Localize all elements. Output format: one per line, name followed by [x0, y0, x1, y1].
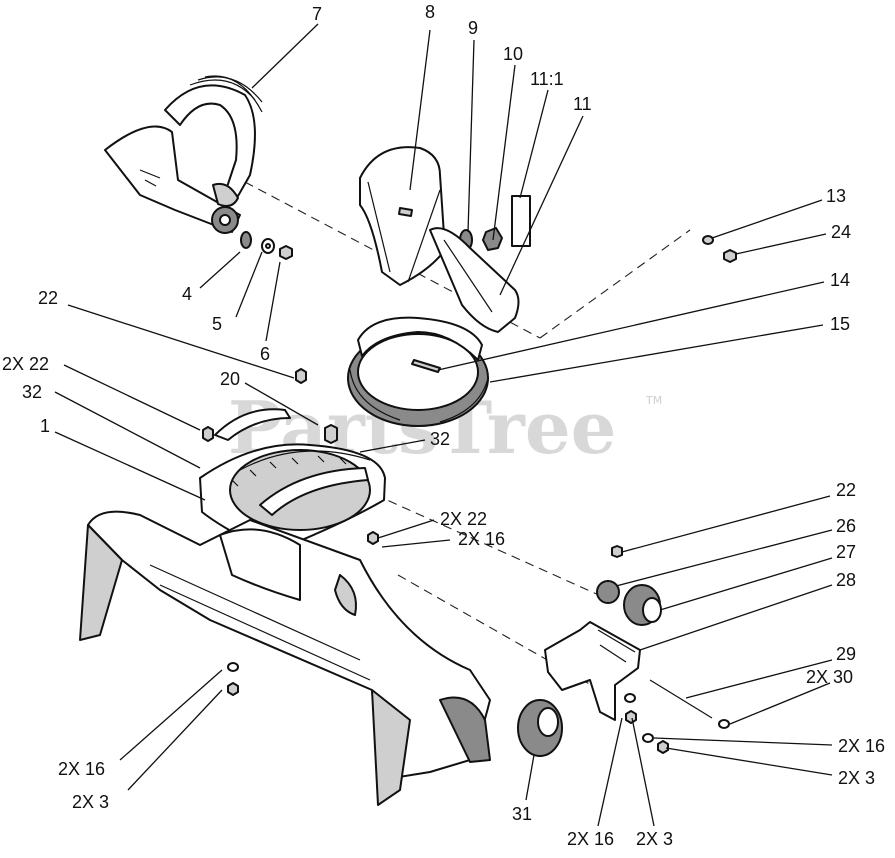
callout-2x3-bottom: 2X 3 — [636, 829, 673, 849]
callout-13: 13 — [826, 186, 846, 206]
chute-nut-washer — [702, 235, 737, 263]
callout-2x22-left: 2X 22 — [2, 354, 49, 374]
callout-32-left: 32 — [22, 382, 42, 402]
callout-32-right: 32 — [430, 429, 450, 449]
callout-20: 20 — [220, 369, 240, 389]
callout-31: 31 — [512, 804, 532, 824]
callout-1: 1 — [40, 416, 50, 436]
callout-11: 11 — [573, 94, 592, 114]
callout-29: 29 — [836, 644, 856, 664]
gear-assembly-part — [517, 545, 730, 757]
chute-ring-part — [347, 316, 489, 427]
callout-27: 27 — [836, 542, 856, 562]
gear-26 — [596, 580, 620, 604]
callout-22-left: 22 — [38, 288, 58, 308]
nut-6 — [279, 245, 293, 260]
callout-2x16-center: 2X 16 — [458, 529, 505, 549]
pin-29 — [649, 679, 713, 719]
gear-axis-line — [397, 574, 601, 691]
callout-6: 6 — [260, 344, 270, 364]
callout-2x3-left: 2X 3 — [72, 792, 109, 812]
callout-2x16-bottom: 2X 16 — [567, 829, 614, 849]
callout-9: 9 — [468, 18, 478, 38]
bracket-28 — [544, 621, 641, 721]
rotation-bracket-part — [214, 408, 338, 444]
callout-2x16-left: 2X 16 — [58, 759, 105, 779]
callout-22-right: 22 — [836, 480, 856, 500]
callout-2x16-right: 2X 16 — [838, 736, 885, 756]
callout-14: 14 — [830, 270, 850, 290]
chute-handle-part — [104, 75, 263, 234]
callout-26: 26 — [836, 516, 856, 536]
callout-7: 7 — [312, 4, 322, 24]
deflector-part — [359, 146, 446, 286]
washer-4 — [240, 231, 252, 249]
callout-11-1: 11:1 — [530, 69, 564, 89]
callout-2x30: 2X 30 — [806, 667, 853, 687]
bolt-22-right — [611, 545, 623, 558]
chute-fasteners — [240, 231, 293, 260]
housing-fasteners — [202, 368, 379, 696]
decal-11-1 — [511, 195, 531, 247]
callout-2x22-center: 2X 22 — [440, 509, 487, 529]
callout-24: 24 — [831, 222, 851, 242]
callout-labels: 7 8 9 10 11:1 11 13 24 14 15 4 5 6 22 2X… — [2, 2, 885, 849]
leader-lines — [54, 23, 833, 827]
callout-5: 5 — [212, 314, 222, 334]
chute-nut-line — [539, 229, 691, 339]
auger-housing-part — [79, 510, 491, 806]
bolt-14 — [411, 359, 441, 373]
callout-4: 4 — [182, 284, 192, 304]
callout-10: 10 — [503, 44, 523, 64]
callout-2x3-right: 2X 3 — [838, 768, 875, 788]
callout-28: 28 — [836, 570, 856, 590]
callout-15: 15 — [830, 314, 850, 334]
watermark-trademark: TM — [645, 394, 662, 407]
washer-30 — [718, 719, 730, 729]
callout-8: 8 — [425, 2, 435, 22]
